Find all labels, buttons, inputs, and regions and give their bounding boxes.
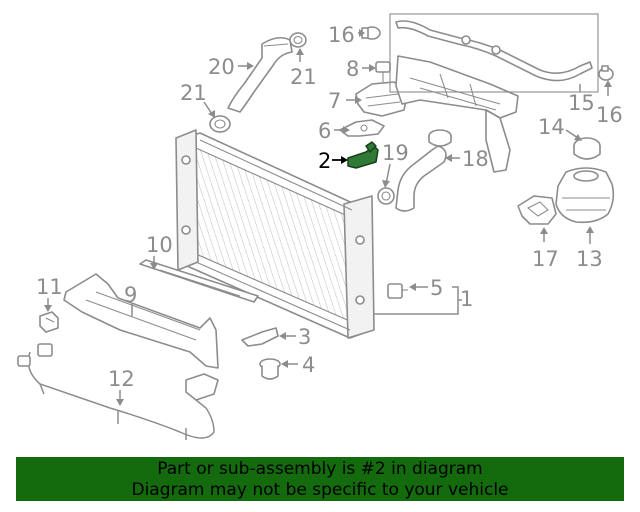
part-7-bracket [355,81,409,117]
callout-15: 15 [568,91,595,115]
leader-18 [445,154,460,162]
callout-5: 5 [430,276,443,300]
part-9-lower-baffle [63,273,219,369]
leader-4 [281,360,298,368]
callout-17: 17 [532,247,559,271]
leader-7 [346,96,362,104]
leader-5 [409,283,428,291]
callout-8: 8 [346,57,359,81]
callout-6: 6 [318,119,331,143]
callout-19: 19 [382,141,409,165]
notice-banner: Part or sub-assembly is #2 in diagram Di… [16,457,624,501]
leader-8 [362,64,376,72]
leader-10 [150,256,158,270]
part-14-cap [573,137,601,160]
banner-line-2: Diagram may not be specific to your vehi… [131,480,509,500]
callout-11: 11 [36,275,63,299]
radiator [175,129,375,339]
callout-2[interactable]: 2 [318,149,331,173]
part-8-clip [375,61,391,82]
upper-air-baffle [395,55,519,173]
part-5-connector [387,283,408,299]
callout-21-lower: 21 [180,81,207,105]
callout-12: 12 [108,367,135,391]
part-15-hose [389,13,599,93]
part-17-bracket [517,195,557,225]
callout-9: 9 [124,283,137,307]
part-4-mount [259,358,281,380]
callout-16-top: 16 [328,23,355,47]
part-19-cap [428,129,452,147]
leader-21-upper [296,48,304,62]
callout-10: 10 [146,233,173,257]
part-13-reservoir [555,167,615,224]
part-21-clamp-lower [209,115,231,133]
group-1-bracket [374,286,462,315]
part-12-harness [17,343,219,440]
part-21-clamp-upper [289,32,307,48]
leader-16-top [358,29,365,37]
callout-16-right: 16 [596,103,623,127]
callout-13: 13 [576,247,603,271]
leader-12 [116,390,124,406]
part-2-highlighted[interactable] [347,141,379,169]
callout-7: 7 [328,89,341,113]
leader-2 [332,156,348,164]
callout-4: 4 [302,353,315,377]
leader-20 [238,62,254,70]
leader-14 [565,129,582,141]
callout-21-upper: 21 [290,65,317,89]
leader-19 [382,163,391,188]
part-18-hose [377,145,447,212]
part-6-bracket [339,119,385,137]
callout-1: 1 [460,287,473,311]
leader-16-right [604,80,612,96]
part-11-sensor [39,311,59,333]
callout-18: 18 [462,147,489,171]
part-3-bracket [241,327,279,347]
part-20-hose [227,36,293,113]
callout-20: 20 [208,55,235,79]
callout-14: 14 [538,115,565,139]
part-10-deflector [139,259,259,303]
parts-diagram: 1 2 3 4 5 6 7 8 9 10 11 12 13 14 15 16 1… [17,13,623,440]
leader-3 [279,332,296,340]
callout-3: 3 [298,325,311,349]
leader-6 [334,126,350,134]
leader-13 [586,226,594,244]
part-16-clamp-right [598,65,614,81]
leader-21-lower [203,101,215,118]
leader-11 [44,298,52,312]
leader-17 [540,227,548,242]
banner-line-1: Part or sub-assembly is #2 in diagram [157,459,483,479]
